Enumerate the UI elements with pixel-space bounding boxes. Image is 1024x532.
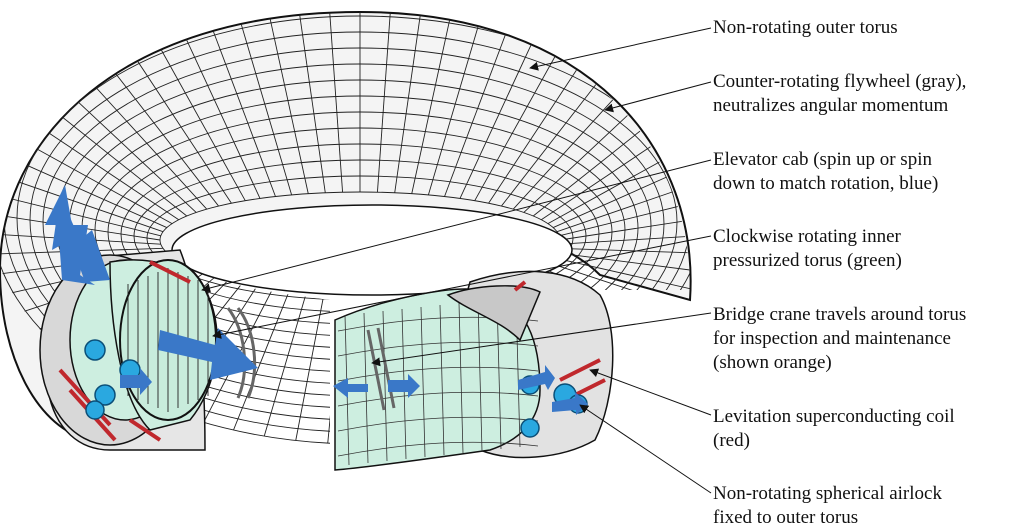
wireframe-rib <box>376 12 393 193</box>
wireframe-rib <box>411 12 457 194</box>
inner-torus-hoop <box>337 366 539 382</box>
wireframe-rib <box>295 287 326 441</box>
wireframe-rib <box>327 12 344 193</box>
wireframe-rib <box>559 213 690 241</box>
inner-torus-rib <box>458 302 464 454</box>
wireframe-rib <box>203 12 276 197</box>
inner-torus-hoop <box>337 416 539 432</box>
wireframe-rib <box>559 193 690 237</box>
wireframe-rib <box>556 173 690 233</box>
label-line: Non-rotating outer torus <box>713 17 898 38</box>
wireframe-rib <box>2 154 167 228</box>
wireframe-rib <box>0 193 161 237</box>
label-line: Levitation superconducting coil <box>713 406 955 427</box>
leader-inner <box>212 235 712 339</box>
right-cutaway <box>334 280 606 471</box>
wireframe-rib <box>147 25 246 201</box>
wireframe-rib <box>233 284 293 431</box>
label-line: Counter-rotating flywheel (gray), <box>713 71 967 92</box>
wireframe-rib <box>76 65 208 210</box>
label-flywheel: Counter-rotating flywheel (gray), neutra… <box>713 70 1018 118</box>
wireframe-rib <box>263 12 309 194</box>
label-bridge-crane: Bridge crane travels around torus for in… <box>713 303 1018 375</box>
wireframe-rib <box>459 14 546 199</box>
wireframe-rib <box>121 37 232 204</box>
label-line: (red) <box>713 430 750 451</box>
wireframe-rib <box>559 233 690 245</box>
leader-lines <box>201 27 712 494</box>
label-line: pressurized torus (green) <box>713 250 902 271</box>
label-elevator-cab: Elevator cab (spin up or spin down to ma… <box>713 148 1018 196</box>
label-line: for inspection and maintenance <box>713 328 951 349</box>
wireframe-rib <box>174 14 261 199</box>
wireframe-rib <box>427 12 487 196</box>
wireframe-rib <box>98 51 219 207</box>
wireframe-rib <box>553 154 690 228</box>
bridge-crane <box>226 307 396 411</box>
wireframe-rib <box>12 134 173 224</box>
label-airlock: Non-rotating spherical airlock fixed to … <box>713 482 1018 530</box>
inner-torus-rib <box>382 310 388 462</box>
label-line: Bridge crane travels around torus <box>713 304 967 325</box>
wireframe-rib <box>24 116 179 221</box>
wireframe-rib <box>553 251 690 274</box>
wireframe-rib <box>394 12 425 193</box>
leader-flywheel <box>604 81 712 113</box>
wireframe-rib <box>0 173 164 233</box>
inner-torus-rib <box>477 300 483 452</box>
label-line: neutralizes angular momentum <box>713 95 949 116</box>
leader-elevator <box>201 159 712 293</box>
label-line: Elevator cab (spin up or spin <box>713 149 932 170</box>
wireframe-rib <box>263 286 309 437</box>
wireframe-rib <box>295 12 326 193</box>
inner-torus-rib <box>420 306 426 458</box>
wireframe-rib <box>444 12 517 197</box>
label-line: Non-rotating spherical airlock <box>713 483 942 504</box>
inner-torus-hoop <box>337 341 539 357</box>
rotation-arrows <box>45 185 588 415</box>
wireframe-rib <box>233 12 293 196</box>
label-line: (shown orange) <box>713 352 832 373</box>
flywheel-section <box>446 285 541 342</box>
wireframe-rib <box>547 255 690 294</box>
wireframe-rib <box>39 98 188 217</box>
leader-coil <box>589 368 712 416</box>
inner-torus-rib <box>439 304 445 456</box>
leader-outer <box>529 27 712 71</box>
label-line: Clockwise rotating inner <box>713 226 901 247</box>
wireframe-rib <box>556 247 690 255</box>
leader-airlock <box>579 404 712 494</box>
inner-torus-hoop <box>337 441 539 457</box>
leader-crane <box>371 312 712 367</box>
label-levitation-coil: Levitation superconducting coil (red) <box>713 405 1018 453</box>
label-inner-torus: Clockwise rotating inner pressurized tor… <box>713 225 1018 273</box>
inner-torus-hoop <box>337 391 539 407</box>
label-outer-torus: Non-rotating outer torus <box>713 16 1018 40</box>
label-line: down to match rotation, blue) <box>713 173 939 194</box>
wireframe-rib <box>56 81 197 213</box>
label-line: fixed to outer torus <box>713 507 859 528</box>
